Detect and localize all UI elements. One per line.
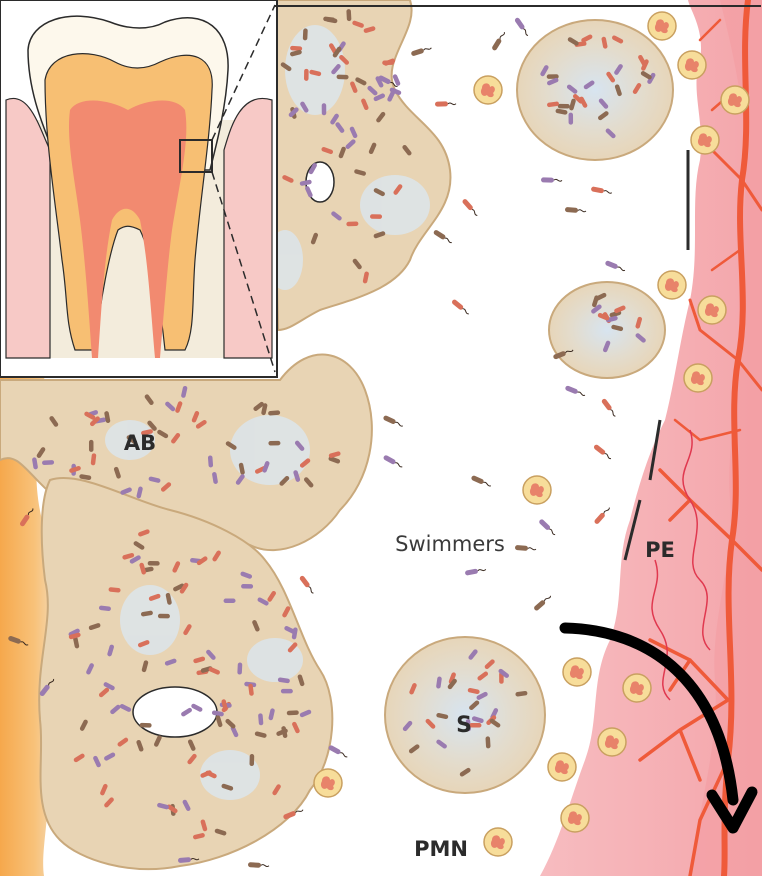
rod-bacterium bbox=[140, 723, 152, 728]
rod-bacterium bbox=[303, 28, 308, 40]
rod-bacterium bbox=[249, 754, 254, 766]
neutrophil-icon bbox=[563, 658, 591, 686]
rod-bacterium bbox=[346, 9, 351, 21]
neutrophil-icon bbox=[474, 76, 502, 104]
rod-bacterium bbox=[208, 455, 213, 467]
main-frame-top bbox=[275, 5, 761, 7]
label-swimmers: Swimmers bbox=[395, 532, 505, 556]
neutrophil-icon bbox=[314, 769, 342, 797]
biofilm-void-lower bbox=[133, 687, 217, 737]
rod-bacterium bbox=[346, 221, 358, 226]
neutrophil-icon bbox=[598, 728, 626, 756]
neutrophil-icon bbox=[484, 828, 512, 856]
label-s: S bbox=[456, 713, 472, 738]
rod-bacterium bbox=[268, 410, 280, 415]
label-pe: PE bbox=[645, 538, 675, 562]
rod-bacterium bbox=[237, 662, 242, 674]
micro-colony-top bbox=[517, 20, 673, 160]
neutrophil-icon bbox=[561, 804, 589, 832]
tooth-inset bbox=[0, 0, 277, 377]
rod-bacterium bbox=[148, 561, 160, 566]
label-ab: AB bbox=[124, 431, 156, 455]
rod-bacterium bbox=[287, 710, 299, 715]
rod-bacterium bbox=[370, 214, 382, 219]
rod-bacterium bbox=[268, 441, 280, 446]
rod-bacterium bbox=[281, 689, 293, 694]
rod-bacterium bbox=[382, 60, 394, 65]
neutrophil-icon bbox=[623, 674, 651, 702]
neutrophil-icon bbox=[691, 126, 719, 154]
rod-bacterium bbox=[336, 75, 348, 80]
rod-bacterium bbox=[224, 598, 236, 603]
rod-bacterium bbox=[558, 104, 570, 109]
neutrophil-icon bbox=[548, 753, 576, 781]
rod-bacterium bbox=[568, 113, 573, 125]
rod-bacterium bbox=[241, 584, 253, 589]
neutrophil-icon bbox=[721, 86, 749, 114]
label-pmn: PMN bbox=[414, 837, 468, 861]
neutrophil-icon bbox=[658, 271, 686, 299]
neutrophil-icon bbox=[684, 364, 712, 392]
rod-bacterium bbox=[304, 69, 309, 81]
rod-bacterium bbox=[89, 440, 94, 452]
inset-gingiva bbox=[6, 98, 50, 358]
neutrophil-icon bbox=[648, 12, 676, 40]
rod-bacterium bbox=[322, 103, 327, 115]
neutrophil-icon bbox=[698, 296, 726, 324]
rod-bacterium bbox=[42, 460, 54, 465]
micro-colony-middle bbox=[549, 282, 665, 378]
rod-bacterium bbox=[485, 736, 490, 748]
rod-bacterium bbox=[158, 614, 170, 619]
neutrophil-icon bbox=[678, 51, 706, 79]
neutrophil-icon bbox=[523, 476, 551, 504]
